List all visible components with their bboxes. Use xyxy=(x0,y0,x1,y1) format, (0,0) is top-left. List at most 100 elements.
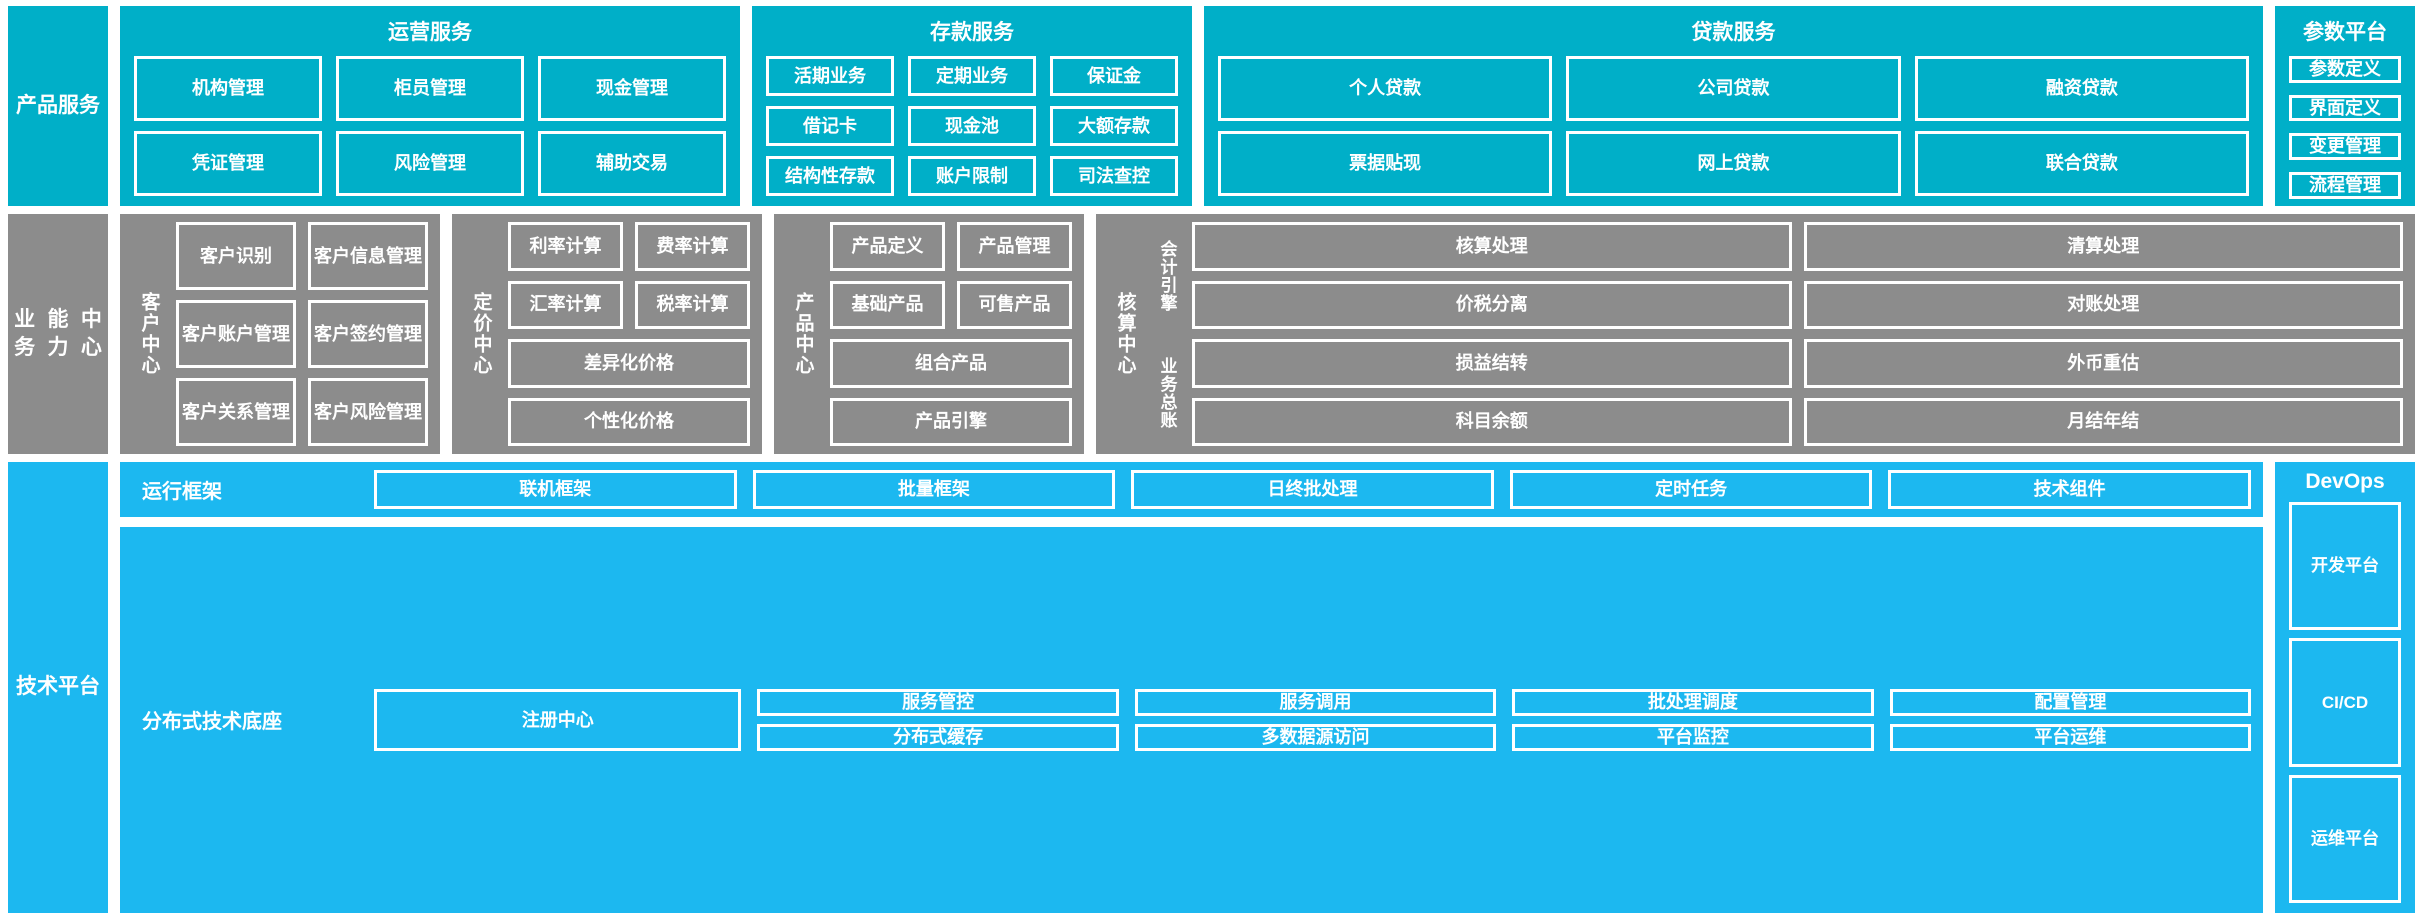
layer-label-line-1: 业务 xyxy=(14,307,36,359)
group-grid-loan-services: 个人贷款 公司贷款 融资贷款 票据贴现 网上贷款 联合贷款 xyxy=(1218,56,2249,196)
service-card[interactable]: 融资贷款 xyxy=(1914,56,2249,121)
service-card[interactable]: 现金管理 xyxy=(538,56,726,121)
parameter-card[interactable]: 流程管理 xyxy=(2289,172,2401,199)
capability-card[interactable]: 价税分离 xyxy=(1192,280,1792,329)
layer-label-line-2: 服务 xyxy=(58,93,100,117)
capability-card[interactable]: 科目余额 xyxy=(1192,397,1792,446)
center-grid-pricing: 利率计算 费率计算 汇率计算 税率计算 差异化价格 个性化价格 xyxy=(508,222,750,446)
capability-card[interactable]: 外币重估 xyxy=(1803,339,2403,388)
tech-card[interactable]: 多数据源访问 xyxy=(1134,723,1497,751)
group-devops: DevOps 开发平台 CI/CD 运维平台 xyxy=(2275,462,2415,913)
capability-card[interactable]: 清算处理 xyxy=(1803,222,2403,271)
capability-card[interactable]: 可售产品 xyxy=(957,280,1072,329)
subgroup-general-ledger: 业务总账 损益结转 外币重估 科目余额 月结年结 xyxy=(1152,339,2403,446)
capability-card[interactable]: 基础产品 xyxy=(830,280,945,329)
capability-card[interactable]: 客户识别 xyxy=(176,222,296,290)
tech-card[interactable]: 平台运维 xyxy=(1889,723,2252,751)
parameter-card[interactable]: 变更管理 xyxy=(2289,133,2401,161)
service-card[interactable]: 联合贷款 xyxy=(1914,131,2249,196)
tech-card[interactable]: 技术组件 xyxy=(1888,470,2251,509)
service-card[interactable]: 凭证管理 xyxy=(134,131,322,196)
service-card[interactable]: 借记卡 xyxy=(766,106,894,146)
layer-label-line-1: 产品 xyxy=(16,93,58,117)
tech-card[interactable]: 批处理调度 xyxy=(1512,689,1874,716)
capability-card[interactable]: 产品引擎 xyxy=(830,397,1072,446)
tech-card[interactable]: 服务调用 xyxy=(1134,689,1497,716)
service-card[interactable]: 票据贴现 xyxy=(1218,131,1553,196)
service-card[interactable]: 个人贷款 xyxy=(1218,56,1553,121)
service-card[interactable]: 司法查控 xyxy=(1050,156,1178,196)
service-card[interactable]: 公司贷款 xyxy=(1566,56,1901,121)
capability-card[interactable]: 组合产品 xyxy=(830,339,1072,388)
devops-list: 开发平台 CI/CD 运维平台 xyxy=(2289,502,2401,903)
group-title-parameter-platform: 参数平台 xyxy=(2303,21,2387,44)
capability-card[interactable]: 客户风险管理 xyxy=(308,378,428,446)
service-card[interactable]: 风险管理 xyxy=(336,131,524,196)
center-label-accounting: 核算中心 xyxy=(1114,292,1136,376)
tech-card[interactable]: 服务管控 xyxy=(757,689,1119,716)
center-label-customer: 客户中心 xyxy=(138,292,160,376)
subgroup-accounting-engine: 会计引擎 核算处理 清算处理 价税分离 对账处理 xyxy=(1152,222,2403,329)
distributed-base-column: 批处理调度 平台监控 xyxy=(1512,689,1874,751)
service-card[interactable]: 活期业务 xyxy=(766,56,894,96)
capability-card[interactable]: 月结年结 xyxy=(1803,397,2403,446)
subgroup-grid-general-ledger: 损益结转 外币重估 科目余额 月结年结 xyxy=(1192,339,2403,446)
group-loan-services: 贷款服务 个人贷款 公司贷款 融资贷款 票据贴现 网上贷款 联合贷款 xyxy=(1204,6,2263,206)
capability-card[interactable]: 利率计算 xyxy=(508,222,623,271)
capability-card[interactable]: 客户关系管理 xyxy=(176,378,296,446)
group-grid-deposit-services: 活期业务 定期业务 保证金 借记卡 现金池 大额存款 结构性存款 账户限制 司法… xyxy=(766,56,1178,196)
service-card[interactable]: 大额存款 xyxy=(1050,106,1178,146)
tech-card[interactable]: 日终批处理 xyxy=(1131,470,1494,509)
capability-card[interactable]: 差异化价格 xyxy=(508,339,750,388)
capability-card[interactable]: 产品管理 xyxy=(957,222,1072,271)
tech-card-registry[interactable]: 注册中心 xyxy=(374,689,742,751)
distributed-base-column: 服务调用 多数据源访问 xyxy=(1134,689,1497,751)
tech-card[interactable]: 分布式缓存 xyxy=(757,723,1119,751)
subgroup-label-accounting-engine: 会计引擎 xyxy=(1157,239,1177,312)
tech-card[interactable]: 配置管理 xyxy=(1889,689,2252,716)
capability-card[interactable]: 费率计算 xyxy=(635,222,750,271)
layer-product-services: 产品 服务 运营服务 机构管理 柜员管理 现金管理 凭证管理 风险管理 辅助交易… xyxy=(8,6,2415,277)
capability-card[interactable]: 核算处理 xyxy=(1192,222,1792,271)
tech-card[interactable]: 定时任务 xyxy=(1509,470,1873,509)
devops-card[interactable]: 运维平台 xyxy=(2289,774,2401,903)
service-card[interactable]: 账户限制 xyxy=(908,156,1036,196)
parameter-card[interactable]: 界面定义 xyxy=(2289,94,2401,122)
capability-card[interactable]: 汇率计算 xyxy=(508,280,623,329)
group-runtime-framework: 运行框架 联机框架 批量框架 日终批处理 定时任务 技术组件 xyxy=(120,462,2263,517)
layer-label-line-2: 能力 xyxy=(47,307,69,359)
capability-card[interactable]: 税率计算 xyxy=(635,280,750,329)
service-card[interactable]: 网上贷款 xyxy=(1566,131,1901,196)
capability-card[interactable]: 产品定义 xyxy=(830,222,945,271)
tech-card[interactable]: 批量框架 xyxy=(752,470,1116,509)
tech-card[interactable]: 平台监控 xyxy=(1512,723,1874,751)
layer-label-line-3: 中心 xyxy=(80,307,102,359)
center-grid-customer: 客户识别 客户信息管理 客户账户管理 客户签约管理 客户关系管理 客户风险管理 xyxy=(176,222,428,446)
capability-card[interactable]: 损益结转 xyxy=(1192,339,1792,388)
devops-card[interactable]: 开发平台 xyxy=(2289,502,2401,631)
subgroup-grid-accounting-engine: 核算处理 清算处理 价税分离 对账处理 xyxy=(1192,222,2403,329)
capability-card[interactable]: 对账处理 xyxy=(1803,280,2403,329)
service-card[interactable]: 现金池 xyxy=(908,106,1036,146)
service-card[interactable]: 辅助交易 xyxy=(538,131,726,196)
capability-card[interactable]: 客户账户管理 xyxy=(176,300,296,368)
capability-card[interactable]: 客户信息管理 xyxy=(308,222,428,290)
center-label-product: 产品中心 xyxy=(792,292,814,376)
service-card[interactable]: 结构性存款 xyxy=(766,156,894,196)
service-card[interactable]: 保证金 xyxy=(1050,56,1178,96)
center-grid-product: 产品定义 产品管理 基础产品 可售产品 组合产品 产品引擎 xyxy=(830,222,1072,446)
devops-card[interactable]: CI/CD xyxy=(2289,638,2401,767)
distributed-base-column: 配置管理 平台运维 xyxy=(1889,689,2252,751)
center-accounting: 核算中心 会计引擎 核算处理 清算处理 价税分离 对账处理 业务总账 损益结转 xyxy=(1096,214,2415,454)
service-card[interactable]: 柜员管理 xyxy=(336,56,524,121)
capability-card[interactable]: 客户签约管理 xyxy=(308,300,428,368)
distributed-base-column: 服务管控 分布式缓存 xyxy=(757,689,1119,751)
capability-card[interactable]: 个性化价格 xyxy=(508,397,750,446)
service-card[interactable]: 机构管理 xyxy=(134,56,322,121)
layer-business-capability: 业务 能力 中心 客户中心 客户识别 客户信息管理 客户账户管理 客户签约管理 … xyxy=(8,214,2415,454)
service-card[interactable]: 定期业务 xyxy=(908,56,1036,96)
group-parameter-platform: 参数平台 参数定义 界面定义 变更管理 流程管理 参数发布 参数对比 xyxy=(2275,6,2415,277)
parameter-card[interactable]: 参数定义 xyxy=(2289,56,2401,83)
tech-card[interactable]: 联机框架 xyxy=(374,470,737,509)
